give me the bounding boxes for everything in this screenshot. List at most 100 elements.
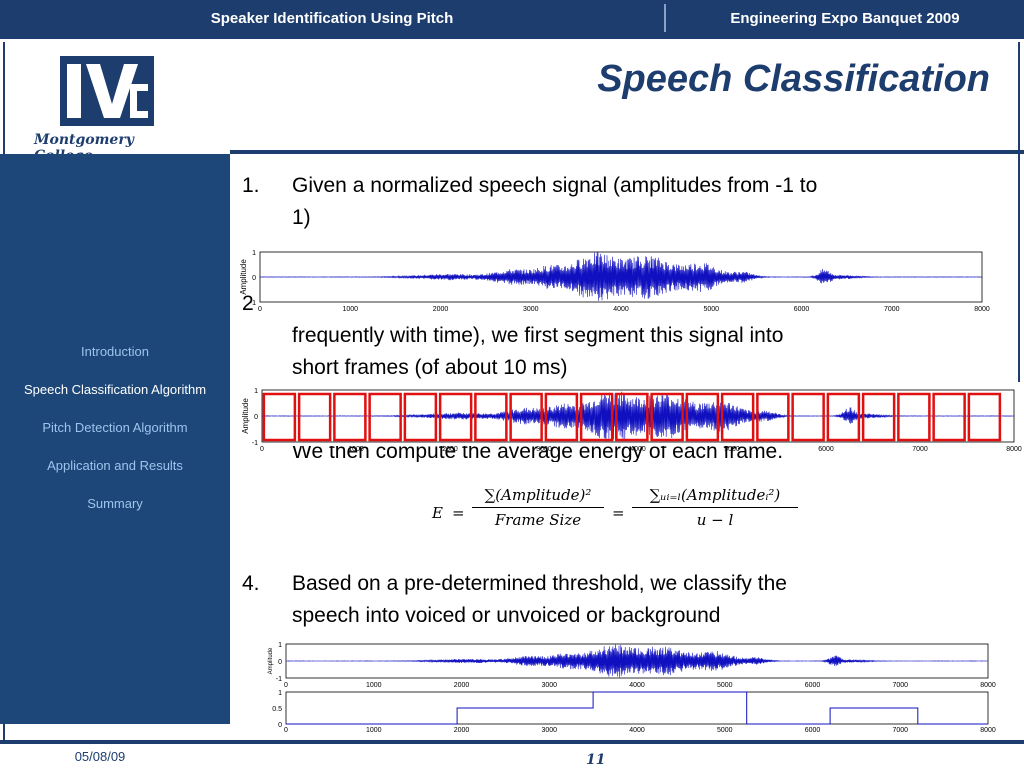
step1-line1: Given a normalized speech signal (amplit… (292, 174, 818, 197)
footer-rule (0, 740, 1024, 744)
energy-formula: E = ∑(Amplitude)² Frame Size = ∑ᵤᵢ₌ₗ(Amp… (432, 486, 802, 542)
x-tick-label: 7000 (912, 446, 928, 453)
header-rule (0, 36, 1024, 39)
y-tick-label: -1 (276, 676, 282, 683)
nav-item-introduction[interactable]: Introduction (81, 344, 149, 359)
frame-box (474, 392, 508, 442)
frame-box (861, 392, 896, 442)
step1-number: 1. (242, 174, 260, 197)
formula-E: E (432, 504, 443, 522)
x-tick-label: 0 (258, 306, 262, 313)
formula-frac2-bar (632, 507, 798, 508)
x-tick-label: 6000 (805, 682, 821, 688)
x-tick-label: 4000 (629, 682, 645, 688)
y-axis-label: Amplitude (268, 647, 274, 674)
step2-number: 2 (242, 292, 254, 315)
frame-box (262, 392, 297, 442)
frame-box (685, 392, 720, 442)
nav-item-application-results[interactable]: Application and Results (47, 458, 183, 473)
x-tick-label: 5000 (717, 727, 733, 734)
y-tick-label: 1 (278, 642, 282, 649)
x-tick-label: 8000 (980, 682, 996, 688)
formula-eq2: = (612, 504, 625, 522)
y-tick-label: 0 (254, 414, 258, 421)
x-tick-label: 7000 (892, 682, 908, 688)
step1-line2: 1) (292, 206, 311, 229)
frame-box (967, 392, 1002, 442)
sidebar (0, 154, 230, 724)
x-tick-label: 0 (284, 682, 288, 688)
x-tick-label: 1000 (342, 306, 358, 313)
classification-line (286, 691, 988, 725)
frame-box (650, 392, 684, 442)
page-number: 11 (586, 752, 606, 768)
x-tick-label: 6000 (794, 306, 810, 313)
formula-frac2-numerator: ∑ᵤᵢ₌ₗ(Amplitudeᵢ²) (649, 486, 781, 504)
frame-box (333, 392, 367, 442)
frame-box (897, 392, 931, 442)
y-tick-label: 0 (278, 722, 282, 729)
x-tick-label: 3000 (541, 682, 557, 688)
step2-line2: frequently with time), we first segment … (292, 324, 784, 347)
frame-box (826, 392, 861, 442)
presentation-title: Speaker Identification Using Pitch (210, 9, 454, 27)
frame-box (720, 392, 755, 442)
frame-box (791, 392, 825, 442)
x-tick-label: 3000 (536, 446, 552, 453)
y-tick-label: 0.5 (272, 706, 282, 713)
signal-waveform (259, 252, 983, 301)
formula-frac1-numerator: ∑(Amplitude)² (484, 486, 592, 504)
college-logo (60, 56, 154, 126)
slide-title: Speech Classification (597, 58, 990, 100)
frame-box (579, 392, 614, 442)
x-tick-label: 5000 (724, 446, 740, 453)
y-tick-label: 0 (278, 659, 282, 666)
step4-line1: Based on a pre-determined threshold, we … (292, 572, 787, 595)
x-tick-label: 2000 (433, 306, 449, 313)
top-bar: Speaker Identification Using Pitch Engin… (0, 0, 1024, 36)
y-tick-label: -1 (250, 300, 256, 307)
step4-line2: speech into voiced or unvoiced or backgr… (292, 604, 721, 627)
footer-date-text: 05/08/09 (74, 748, 126, 764)
nav-item-speech-classification[interactable]: Speech Classification Algorithm (23, 382, 207, 397)
x-tick-label: 4000 (613, 306, 629, 313)
y-axis-label: Amplitude (239, 259, 248, 295)
frame-box (544, 392, 579, 442)
header-separator (664, 4, 666, 32)
x-tick-label: 6000 (805, 727, 821, 734)
x-tick-label: 4000 (629, 727, 645, 734)
x-tick-label: 0 (284, 727, 288, 734)
x-tick-label: 1000 (366, 727, 382, 734)
x-tick-label: 0 (260, 446, 264, 453)
formula-frac1-denominator: Frame Size (494, 511, 582, 529)
x-tick-label: 2000 (442, 446, 458, 453)
nav-item-summary[interactable]: Summary (87, 496, 143, 511)
x-tick-label: 1000 (348, 446, 364, 453)
nav-item-pitch-detection[interactable]: Pitch Detection Algorithm (42, 420, 188, 435)
frame-box (756, 392, 790, 442)
formula-frac2-denominator: u − l (696, 511, 734, 529)
signal-waveform (285, 644, 989, 678)
x-tick-label: 8000 (980, 727, 996, 734)
y-tick-label: 1 (252, 250, 256, 257)
y-tick-label: 0 (252, 275, 256, 282)
signal-waveform (261, 391, 1015, 442)
x-tick-label: 2000 (454, 682, 470, 688)
y-tick-label: -1 (252, 440, 258, 447)
x-tick-label: 8000 (974, 306, 990, 313)
footer-date-bar (14, 740, 186, 744)
frame-box (438, 392, 473, 442)
y-tick-label: 1 (254, 388, 258, 395)
x-tick-label: 5000 (703, 306, 719, 313)
event-title: Engineering Expo Banquet 2009 (730, 9, 960, 27)
step3-text-partial: We then compute the average energy of ea… (292, 446, 784, 462)
step2-line3: short frames (of about 10 ms) (292, 356, 568, 379)
title-rule (230, 150, 1024, 154)
formula-eq1: = (452, 504, 465, 522)
x-tick-label: 4000 (630, 446, 646, 453)
frame-right-rule (1018, 42, 1020, 382)
step4-number: 4. (242, 572, 260, 595)
x-tick-label: 3000 (541, 727, 557, 734)
